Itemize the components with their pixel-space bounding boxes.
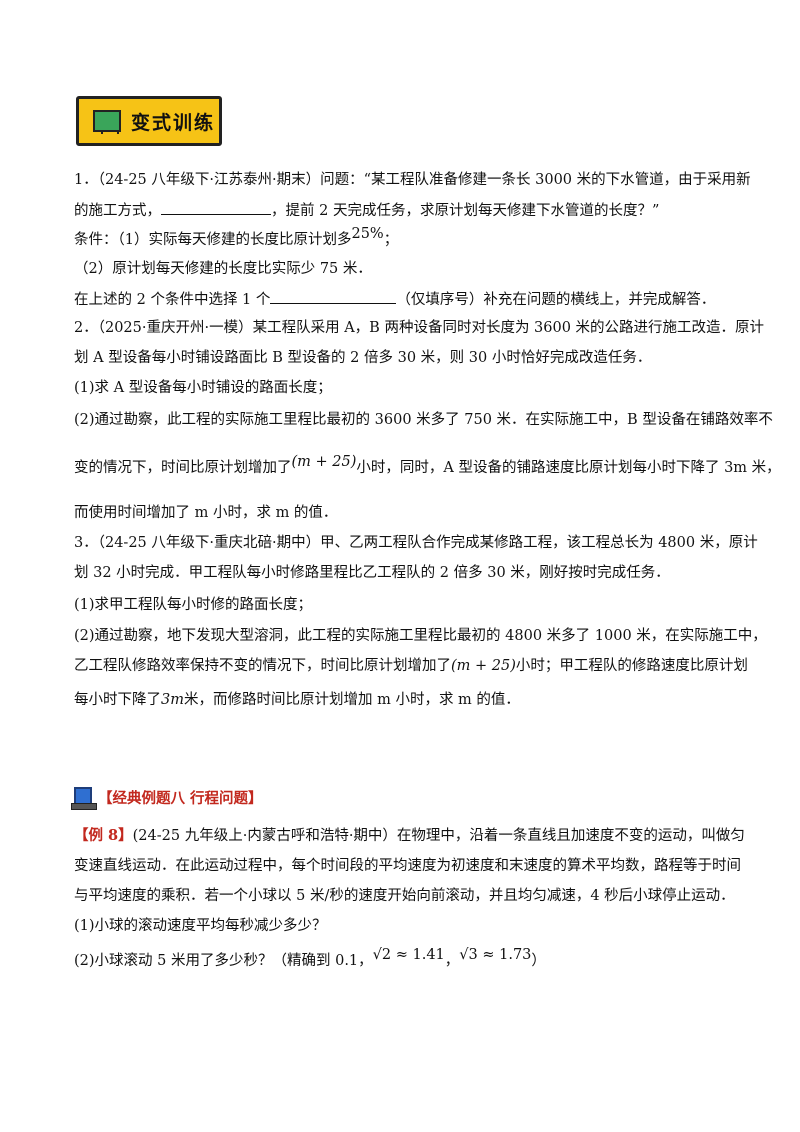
example-section-title: 【经典例题八 行程问题】 [98,790,263,807]
problem-2-line-6: 而使用时间增加了 m 小时，求 m 的值． [74,505,338,521]
problem-1-line-2: 的施工方式，，提前 2 天完成任务，求原计划每天修建下水管道的长度？” [74,200,659,221]
problem-2-line-5: 变的情况下，时间比原计划增加了(m + 25)小时，同时，A 型设备的铺路速度比… [74,454,781,476]
problem-3-question-2: (2)通过勘察，地下发现大型溶洞，此工程的实际施工里程比最初的 4800 米多了… [74,628,767,644]
blackboard-icon [93,110,121,134]
math-expression: 3m [161,692,184,708]
problem-2-question-2: (2)通过勘察，此工程的实际施工里程比最初的 3600 米多了 750 米．在实… [74,412,773,428]
problem-3-line-1: 3．（24-25 八年级下·重庆北碚·期中）甲、乙两工程队合作完成某修路工程，该… [74,535,758,551]
problem-3-line-6: 每小时下降了3m米，而修路时间比原计划增加 m 小时，求 m 的值． [74,692,520,708]
problem-2-line-2: 划 A 型设备每小时铺设路面比 B 型设备的 2 倍多 30 米，则 30 小时… [74,350,652,366]
example-section-header: 【经典例题八 行程问题】 [71,784,263,810]
example-line-2: 变速直线运动．在此运动过程中，每个时间段的平均速度为初速度和末速度的算术平均数，… [74,858,741,874]
example-tag: 【例 8】 [74,827,133,844]
problem-1-line-5: 在上述的 2 个条件中选择 1 个（仅填序号）补充在问题的横线上，并完成解答． [74,289,715,310]
problem-2-question-1: (1)求 A 型设备每小时铺设的路面长度； [74,380,332,396]
example-line-3: 与平均速度的乘积．若一个小球以 5 米/秒的速度开始向前滚动，并且均匀减速，4 … [74,888,735,904]
percent-value: 25% [351,226,384,242]
problem-3-line-5: 乙工程队修路效率保持不变的情况下，时间比原计划增加了(m + 25)小时；甲工程… [74,658,748,674]
problem-3-question-1: (1)求甲工程队每小时修的路面长度； [74,597,313,613]
example-line-1: 【例 8】(24-25 九年级上·内蒙古呼和浩特·期中）在物理中，沿着一条直线且… [74,827,745,844]
fill-blank[interactable] [270,289,397,304]
fill-blank[interactable] [161,200,271,215]
section-badge: 变式训练 [76,96,222,146]
example-question-1: (1)小球的滚动速度平均每秒减少多少？ [74,918,327,934]
sqrt2-approx: √2 ≈ 1.41 [372,947,445,963]
math-expression: (m + 25) [451,658,516,674]
problem-1-condition-1: 条件：（1）实际每天修建的长度比原计划多25%； [74,226,399,248]
example-question-2: (2)小球滚动 5 米用了多少秒？（精确到 0.1，√2 ≈ 1.41，√3 ≈… [74,947,546,969]
math-expression: (m + 25) [291,454,357,470]
problem-1-condition-2: （2）原计划每天修建的长度比实际少 75 米． [74,261,372,277]
section-badge-label: 变式训练 [131,111,216,134]
problem-1-line-1: 1．（24-25 八年级下·江苏泰州·期末）问题：“某工程队准备修建一条长 30… [74,172,751,188]
problem-2-line-1: 2．（2025·重庆开州·一模）某工程队采用 A，B 两种设备同时对长度为 36… [74,320,765,336]
sqrt3-approx: √3 ≈ 1.73 [459,947,532,963]
problem-3-line-2: 划 32 小时完成．甲工程队每小时修路里程比乙工程队的 2 倍多 30 米，刚好… [74,565,670,581]
book-icon [71,787,97,810]
